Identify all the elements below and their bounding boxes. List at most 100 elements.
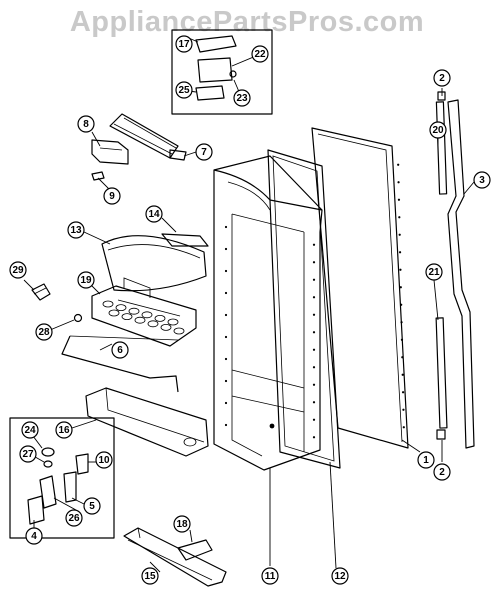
trim-endcap — [177, 539, 213, 561]
ice-chute-assembly — [109, 113, 187, 161]
callout-20: 20 — [429, 121, 447, 139]
egg-cup — [115, 304, 127, 312]
callout-label: 9 — [109, 191, 115, 202]
rivet — [312, 348, 316, 351]
egg-cup — [167, 318, 179, 326]
rivet — [312, 261, 316, 264]
callout-24: 24 — [21, 421, 39, 439]
rivet — [312, 278, 316, 281]
egg-cup — [147, 320, 159, 328]
rivet — [224, 225, 228, 229]
rivet — [398, 251, 402, 254]
rivet — [312, 436, 316, 439]
callout-label: 7 — [201, 147, 207, 158]
rivet — [224, 357, 228, 361]
callout-label: 19 — [80, 275, 92, 286]
latch-detail-inset — [9, 417, 115, 539]
callout-25: 25 — [175, 81, 193, 99]
callout-label: 4 — [31, 531, 37, 542]
callout-label: 17 — [178, 39, 190, 50]
rivet — [224, 335, 228, 339]
callout-11: 11 — [261, 567, 279, 585]
callout-label: 24 — [24, 425, 36, 436]
callout-label: 14 — [148, 209, 160, 220]
callout-label: 8 — [83, 119, 89, 130]
callout-label: 2 — [439, 467, 445, 478]
rivet — [400, 321, 403, 324]
callout-5: 5 — [83, 497, 101, 515]
egg-cup — [121, 313, 133, 321]
callout-label: 18 — [176, 519, 188, 530]
rivet — [224, 313, 228, 317]
callout-label: 5 — [89, 501, 95, 512]
callout-12: 12 — [331, 567, 349, 585]
retainer-clip — [31, 283, 51, 301]
screw — [269, 423, 275, 429]
door-bin-lower — [85, 387, 209, 457]
callout-23: 23 — [233, 89, 251, 107]
rivet — [312, 296, 316, 299]
rivet — [397, 163, 400, 166]
callout-16: 16 — [55, 421, 73, 439]
butter-tray — [161, 233, 209, 247]
callout-7: 7 — [195, 143, 213, 161]
rivet — [224, 247, 228, 251]
callout-label: 3 — [479, 175, 485, 186]
rivet — [398, 216, 401, 219]
door-bottom-trim — [123, 527, 227, 587]
rivet — [224, 401, 228, 405]
callout-29: 29 — [9, 261, 27, 279]
rivet — [401, 373, 404, 376]
callout-21: 21 — [425, 263, 443, 281]
callout-label: 1 — [423, 455, 429, 466]
callout-label: 13 — [70, 225, 82, 236]
egg-cup — [108, 309, 120, 317]
egg-cup — [128, 307, 140, 315]
callout-28: 28 — [35, 323, 53, 341]
rivet — [397, 181, 400, 184]
door-hinge-rod — [447, 99, 475, 449]
rivet — [224, 379, 228, 383]
retainer-nut — [73, 313, 83, 323]
small-clip — [91, 171, 105, 181]
rivet — [401, 391, 405, 394]
rivet — [312, 331, 316, 334]
rivet — [312, 313, 316, 316]
callout-9: 9 — [103, 187, 121, 205]
egg-cup — [173, 327, 185, 335]
callout-label: 10 — [98, 455, 110, 466]
callout-label: 15 — [144, 571, 156, 582]
egg-cup — [102, 300, 114, 308]
wire-shelf-rail — [61, 335, 179, 393]
callout-26: 26 — [65, 509, 83, 527]
door-gasket — [267, 149, 341, 469]
hinge-strap-upper — [435, 91, 448, 195]
callout-label: 27 — [22, 449, 34, 460]
rivet — [398, 233, 401, 236]
egg-cup — [141, 311, 153, 319]
rivet — [312, 383, 316, 386]
rivet — [312, 401, 316, 404]
callout-label: 2 — [439, 73, 445, 84]
rivet — [312, 418, 316, 421]
door-outer-panel — [311, 127, 409, 449]
rivet — [402, 426, 405, 429]
hinge-detail-inset — [171, 29, 273, 115]
callout-8: 8 — [77, 115, 95, 133]
watermark-text: AppliancePartsPros.com — [69, 6, 425, 38]
callout-label: 28 — [38, 327, 50, 338]
egg-shelf-cover — [101, 235, 207, 292]
rivet — [397, 198, 401, 201]
callout-1: 1 — [417, 451, 435, 469]
rivet — [224, 269, 228, 273]
callout-label: 21 — [428, 267, 440, 278]
callout-label: 6 — [117, 345, 123, 356]
rivet — [400, 303, 403, 306]
callout-label: 25 — [178, 85, 190, 96]
hinge-strap-lower — [435, 317, 448, 440]
callout-15: 15 — [141, 567, 159, 585]
egg-cup — [154, 314, 166, 322]
rivet — [399, 286, 402, 289]
